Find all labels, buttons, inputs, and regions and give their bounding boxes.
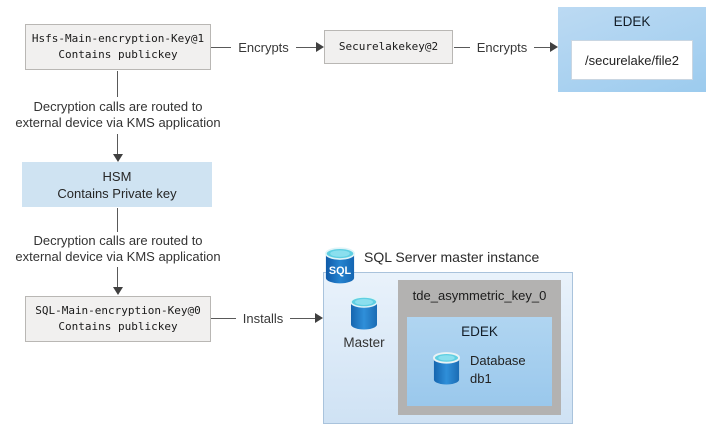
database-db1-icon <box>432 352 461 385</box>
vertical-connector <box>112 71 123 97</box>
kms-routing-note-1: Decryption calls are routed to external … <box>8 99 228 131</box>
master-label: Master <box>343 335 385 350</box>
sql-main-encryption-key-box: SQL-Main-encryption-Key@0 Contains publi… <box>25 296 211 342</box>
encrypts-label-2: Encrypts <box>476 39 528 55</box>
arrow-right-icon <box>550 42 559 52</box>
connector-line <box>117 71 118 97</box>
sql-key-subtitle: Contains publickey <box>58 320 178 333</box>
encrypts-label-1: Encrypts <box>238 39 289 55</box>
hsm-box: HSM Contains Private key <box>22 162 212 207</box>
arrow-down-icon <box>112 154 123 162</box>
hsfs-key-name: Hsfs-Main-encryption-Key@1 <box>31 32 205 45</box>
securelake-key-box: Securelakekey@2 <box>324 30 453 64</box>
database-label-line: Database <box>470 353 526 368</box>
securelake-key-name: Securelakekey@2 <box>338 40 439 53</box>
file-path: /securelake/file2 <box>585 52 679 68</box>
arrow-down-icon <box>112 287 123 295</box>
connector-line <box>454 46 470 48</box>
sql-icon-text: SQL <box>329 265 352 277</box>
connector-line <box>211 46 232 48</box>
encrypts-connector-2: Encrypts <box>454 38 559 56</box>
database-db1-label: Database db1 <box>470 352 526 387</box>
sql-server-icon: SQL <box>325 247 355 284</box>
kms-routing-note-2: Decryption calls are routed to external … <box>8 233 228 265</box>
arrow-down-to-hsm <box>112 134 123 162</box>
database-label-line: db1 <box>470 370 492 386</box>
sql-key-name: SQL-Main-encryption-Key@0 <box>35 304 201 317</box>
edek-inner-title: EDEK <box>461 324 498 339</box>
note-line: external device via KMS application <box>15 115 221 130</box>
note-line: external device via KMS application <box>15 249 221 264</box>
connector-line <box>117 134 118 154</box>
hsfs-main-encryption-key-box: Hsfs-Main-encryption-Key@1 Contains publ… <box>25 24 211 70</box>
connector-line <box>211 317 236 319</box>
hsm-subtitle: Contains Private key <box>57 185 177 201</box>
arrow-right-icon <box>315 313 323 323</box>
arrow-down-to-sql-key <box>112 267 123 295</box>
note-line: Decryption calls are routed to <box>33 233 203 248</box>
edek-title: EDEK <box>613 14 651 29</box>
securelake-file-path-box: /securelake/file2 <box>571 40 693 80</box>
vertical-connector <box>112 208 123 232</box>
master-database-icon <box>350 296 378 330</box>
hsfs-key-subtitle: Contains publickey <box>58 48 178 61</box>
hsm-title: HSM <box>102 168 132 184</box>
installs-connector: Installs <box>211 309 323 327</box>
connector-line <box>534 46 551 48</box>
encrypts-connector-1: Encrypts <box>211 38 325 56</box>
sql-server-instance-title: SQL Server master instance <box>364 249 540 265</box>
installs-label: Installs <box>242 310 284 326</box>
connector-line <box>290 317 315 319</box>
connector-line <box>117 208 118 232</box>
tde-key-title: tde_asymmetric_key_0 <box>412 288 547 303</box>
connector-line <box>117 267 118 287</box>
note-line: Decryption calls are routed to <box>33 99 203 114</box>
connector-line <box>295 46 317 48</box>
arrow-right-icon <box>316 42 325 52</box>
edek-inner-box: EDEK <box>407 317 552 406</box>
